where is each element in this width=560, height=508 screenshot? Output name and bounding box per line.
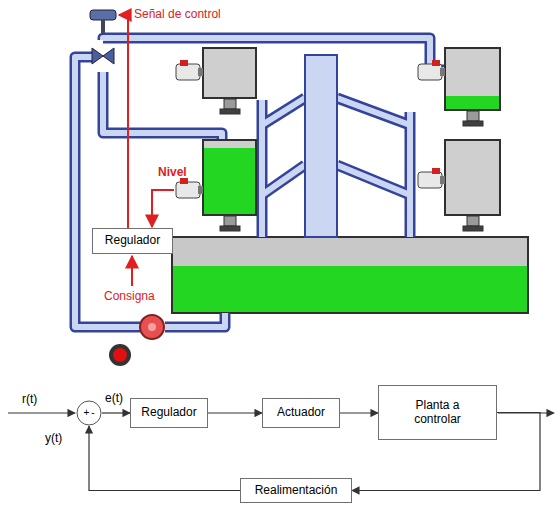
process-box: Realimentación bbox=[240, 478, 352, 503]
signal-name: Consigna bbox=[104, 290, 155, 303]
pipe-outline bbox=[75, 38, 445, 327]
process-box: Planta a controlar bbox=[378, 385, 497, 440]
box-label: Realimentación bbox=[255, 484, 338, 498]
pump-button bbox=[109, 344, 131, 366]
signal-arrow bbox=[102, 412, 130, 413]
outlet-valves bbox=[220, 99, 483, 231]
signal-arrow bbox=[208, 412, 262, 413]
signal-name: e(t) bbox=[104, 392, 124, 405]
central-column bbox=[305, 55, 337, 237]
signal-name: Nivel bbox=[158, 166, 187, 179]
signal-name: y(t) bbox=[44, 432, 63, 445]
sign-mark: - bbox=[91, 407, 94, 419]
summing-junction: +- bbox=[76, 400, 102, 426]
process-box: Actuador bbox=[262, 398, 340, 428]
junction-circle bbox=[77, 401, 101, 425]
pipe-inner bbox=[75, 38, 445, 327]
signal-name: r(t) bbox=[22, 393, 37, 406]
control-valve bbox=[90, 10, 116, 64]
pump bbox=[140, 315, 164, 339]
signal-name: Señal de control bbox=[134, 8, 221, 21]
level-sensors bbox=[176, 60, 445, 198]
box-label: Actuador bbox=[277, 406, 325, 420]
box-label: Planta a controlar bbox=[398, 399, 478, 427]
signal-arrow bbox=[340, 412, 378, 413]
reservoir bbox=[172, 237, 528, 313]
box-label: Regulador bbox=[105, 234, 160, 248]
tanks bbox=[203, 48, 500, 215]
signal-arrow bbox=[89, 426, 240, 491]
process-box: Regulador bbox=[130, 398, 208, 428]
box-label: Regulador bbox=[141, 406, 196, 420]
controller-box: Regulador bbox=[92, 228, 173, 254]
sign-mark: + bbox=[83, 407, 89, 419]
